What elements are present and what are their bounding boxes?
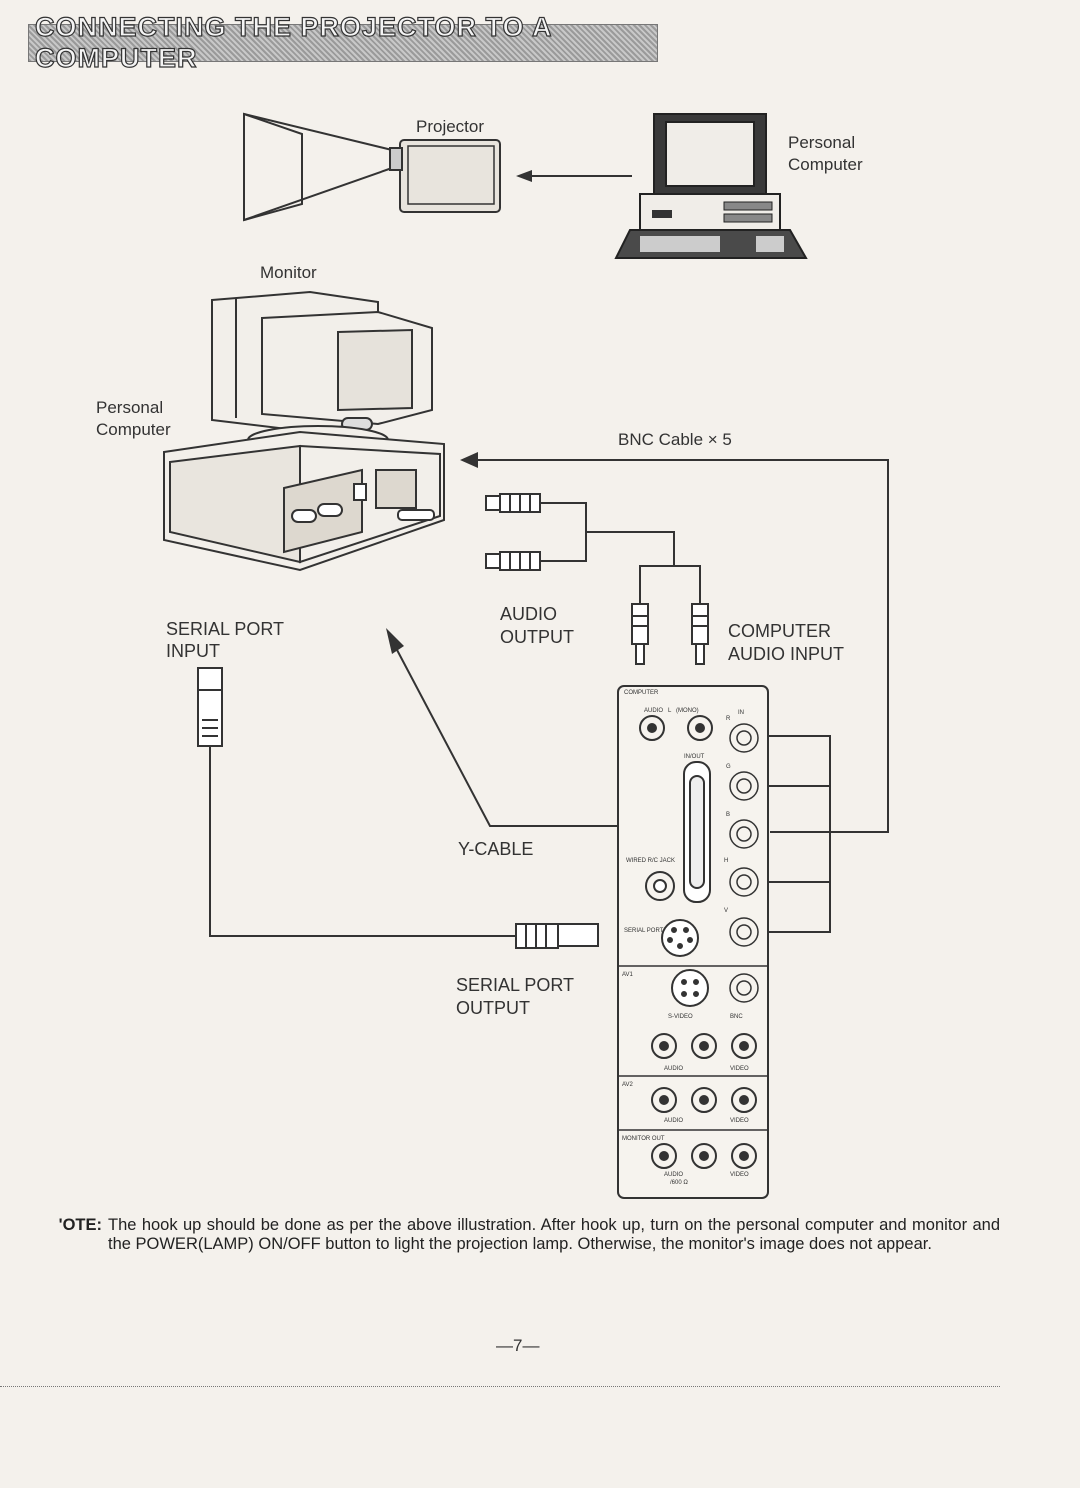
serial-port-output-label-line1: SERIAL PORT bbox=[456, 975, 575, 995]
note-tag: 'OTE: bbox=[58, 1216, 102, 1234]
panel-v-label: V bbox=[724, 908, 728, 914]
panel-s-video-label: S-VIDEO bbox=[668, 1014, 693, 1020]
serial-port-output-label-line2: OUTPUT bbox=[456, 998, 530, 1018]
panel-av1-label: AV1 bbox=[622, 972, 634, 978]
bnc-cable bbox=[460, 452, 889, 933]
note-block: 'OTE: The hook up should be done as per … bbox=[40, 1216, 1000, 1254]
serial-cable bbox=[197, 667, 599, 949]
left-computer-icon bbox=[163, 430, 445, 572]
panel-bnc-label: BNC bbox=[730, 1014, 743, 1020]
left-computer-label-line1: Personal bbox=[96, 398, 164, 417]
panel-wired-rc-label: WIRED R/C JACK bbox=[626, 858, 675, 864]
panel-av2-video-label: VIDEO bbox=[730, 1118, 749, 1124]
panel-mono-label: (MONO) bbox=[676, 708, 699, 714]
panel-h-label: H bbox=[724, 858, 728, 864]
computer-audio-input-label-line2: AUDIO INPUT bbox=[728, 644, 845, 664]
panel-b-label: B bbox=[726, 812, 730, 818]
top-computer-label-line2: Computer bbox=[788, 155, 863, 174]
panel-av1-audio-label: AUDIO bbox=[664, 1066, 683, 1072]
audio-cable bbox=[485, 493, 709, 665]
panel-av1-video-label: VIDEO bbox=[730, 1066, 749, 1072]
projector-label: Projector bbox=[416, 117, 485, 136]
page-number: —7— bbox=[496, 1336, 540, 1355]
top-computer-icon bbox=[614, 113, 808, 259]
note-text: The hook up should be done as per the ab… bbox=[108, 1216, 1000, 1253]
panel-in-out-label: IN/OUT bbox=[684, 754, 705, 760]
audio-output-label-line1: AUDIO bbox=[500, 604, 558, 624]
y-cable-label: Y-CABLE bbox=[458, 839, 534, 859]
section-title: CONNECTING THE PROJECTOR TO A COMPUTER bbox=[34, 11, 552, 73]
panel-monitor-audio-label: AUDIO bbox=[664, 1172, 683, 1178]
computer-audio-input-label-line1: COMPUTER bbox=[728, 621, 831, 641]
panel-l-mark: L bbox=[668, 708, 672, 714]
serial-port-input-label-line1: SERIAL PORT bbox=[166, 619, 285, 639]
top-computer-label-line1: Personal bbox=[788, 133, 856, 152]
connection-diagram: COMPUTER AUDIO L (MONO) IN R IN/OUT G B … bbox=[163, 112, 889, 1199]
serial-port-input-label-line2: INPUT bbox=[166, 641, 220, 661]
panel-in-label: IN bbox=[738, 710, 744, 716]
panel-av2-label: AV2 bbox=[622, 1082, 634, 1088]
audio-output-label-line2: OUTPUT bbox=[500, 627, 574, 647]
panel-av2-audio-label: AUDIO bbox=[664, 1118, 683, 1124]
left-computer-label-line2: Computer bbox=[96, 420, 171, 439]
section-title-banner: CONNECTING THE PROJECTOR TO A COMPUTER bbox=[28, 11, 658, 74]
projector-icon bbox=[389, 139, 501, 213]
bottom-dotted-rule bbox=[0, 1386, 1000, 1387]
monitor-label: Monitor bbox=[260, 263, 317, 282]
panel-ohm-label: /600 Ω bbox=[670, 1180, 688, 1186]
projection-screen bbox=[243, 112, 393, 222]
projector-rear-panel bbox=[617, 685, 769, 1199]
panel-computer-label: COMPUTER bbox=[624, 690, 659, 696]
panel-monitor-video-label: VIDEO bbox=[730, 1172, 749, 1178]
panel-r-label: R bbox=[726, 716, 731, 722]
panel-g-label: G bbox=[726, 764, 731, 770]
bnc-cable-label: BNC Cable × 5 bbox=[618, 430, 732, 449]
panel-audio-label: AUDIO bbox=[644, 708, 663, 714]
monitor-icon bbox=[211, 290, 433, 455]
panel-serial-port-label: SERIAL PORT bbox=[624, 928, 664, 934]
panel-monitor-out-label: MONITOR OUT bbox=[622, 1136, 665, 1142]
